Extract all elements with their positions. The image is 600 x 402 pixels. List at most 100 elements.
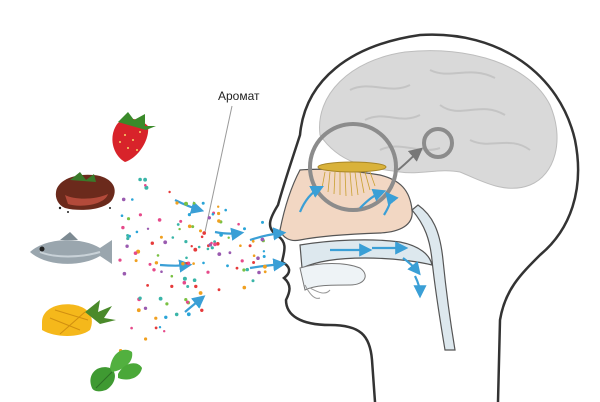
aroma-dot xyxy=(263,264,267,269)
aroma-dot xyxy=(186,261,191,266)
aroma-dot xyxy=(179,219,183,223)
aroma-dot xyxy=(184,298,188,302)
aroma-dot xyxy=(185,262,188,265)
aroma-dot xyxy=(130,326,133,330)
aroma-dot xyxy=(224,208,227,212)
aroma-dot xyxy=(136,308,141,313)
aroma-dot xyxy=(194,284,198,289)
aroma-dot xyxy=(207,216,211,220)
airflow-arrows xyxy=(159,186,427,313)
aroma-dot xyxy=(121,225,125,230)
aroma-dot xyxy=(144,337,148,341)
aroma-dot xyxy=(251,239,255,243)
aroma-dot xyxy=(118,258,122,262)
aroma-dot xyxy=(144,184,147,187)
aroma-dot xyxy=(245,267,249,272)
aroma-dot xyxy=(150,241,154,245)
aroma-dot xyxy=(226,264,229,268)
aroma-dot xyxy=(158,296,163,301)
aroma-dot xyxy=(168,190,171,194)
olfactory-bulb xyxy=(317,161,387,173)
aroma-dot xyxy=(185,300,190,304)
tongue-muscle xyxy=(304,284,331,299)
aroma-dot xyxy=(217,288,221,292)
aroma-dot xyxy=(164,315,168,319)
aroma-dot xyxy=(210,246,214,250)
aroma-dot xyxy=(237,222,240,226)
aroma-dot xyxy=(135,230,139,234)
aroma-dot xyxy=(154,316,158,320)
aroma-dot xyxy=(256,256,260,261)
aroma-dot xyxy=(217,252,222,256)
aroma-dot xyxy=(165,302,169,306)
aroma-dot xyxy=(182,276,187,281)
aroma-dot xyxy=(157,218,162,222)
aroma-dot xyxy=(262,255,266,258)
aroma-dot xyxy=(213,242,217,247)
aroma-dot xyxy=(219,233,223,237)
head-outline xyxy=(268,33,580,402)
aroma-dot xyxy=(260,237,265,242)
aroma-dot xyxy=(262,250,266,253)
aroma-dot xyxy=(184,201,188,206)
aroma-dot xyxy=(178,227,181,231)
aroma-dot xyxy=(228,251,232,255)
tongue xyxy=(299,263,366,291)
aroma-pointer-line xyxy=(204,105,233,233)
aroma-dot xyxy=(126,236,130,241)
brain-target-circle xyxy=(422,127,454,159)
aroma-dot xyxy=(134,259,138,263)
aroma-dot xyxy=(187,224,192,229)
aroma-dot xyxy=(190,245,193,248)
aroma-dot xyxy=(146,284,150,287)
aroma-dot xyxy=(133,251,138,255)
aroma-dot xyxy=(261,220,264,224)
aroma-dot xyxy=(202,231,206,235)
fish xyxy=(30,232,112,264)
aroma-dot xyxy=(217,205,220,208)
magnifier-circle xyxy=(308,122,398,212)
brain xyxy=(319,50,558,189)
aroma-dot xyxy=(156,254,160,257)
aroma-dot xyxy=(181,262,185,266)
aroma-label: Аромат xyxy=(218,89,260,103)
aroma-dot xyxy=(192,278,197,283)
aroma-dot xyxy=(159,235,163,239)
aroma-dot xyxy=(176,223,180,226)
aroma-dot xyxy=(251,279,255,283)
aroma-dot xyxy=(198,291,203,295)
aroma-dot xyxy=(242,268,246,272)
aroma-dot xyxy=(171,236,175,239)
aroma-dot xyxy=(216,242,220,246)
aroma-dot xyxy=(206,247,210,251)
aroma-dot xyxy=(158,326,162,329)
aroma-dot xyxy=(125,244,129,248)
aroma-dot xyxy=(131,198,134,201)
aroma-dot xyxy=(143,306,148,310)
aroma-dot xyxy=(138,296,142,300)
aroma-dot xyxy=(182,280,187,285)
aroma-dot xyxy=(154,261,159,265)
aroma-dot xyxy=(122,271,127,276)
aroma-dot xyxy=(217,219,221,223)
aroma-dot xyxy=(126,234,130,237)
aroma-dot xyxy=(146,227,150,230)
aroma-dot xyxy=(242,285,247,290)
aroma-dot xyxy=(163,330,166,333)
aroma-dot xyxy=(243,227,246,231)
aroma-dot xyxy=(257,270,261,275)
aroma-dot xyxy=(121,197,126,202)
aroma-dot xyxy=(263,270,267,274)
olfactory-receptors xyxy=(321,171,376,197)
aroma-dot xyxy=(138,213,142,217)
steak xyxy=(55,172,115,213)
aroma-dot xyxy=(248,244,252,248)
aroma-dot xyxy=(163,240,168,245)
aroma-dot xyxy=(235,266,239,270)
aroma-dot xyxy=(211,212,215,216)
aroma-dot xyxy=(197,305,201,308)
aroma-dot xyxy=(252,261,256,264)
aroma-dot xyxy=(200,308,204,312)
signal-arrow xyxy=(397,147,424,171)
